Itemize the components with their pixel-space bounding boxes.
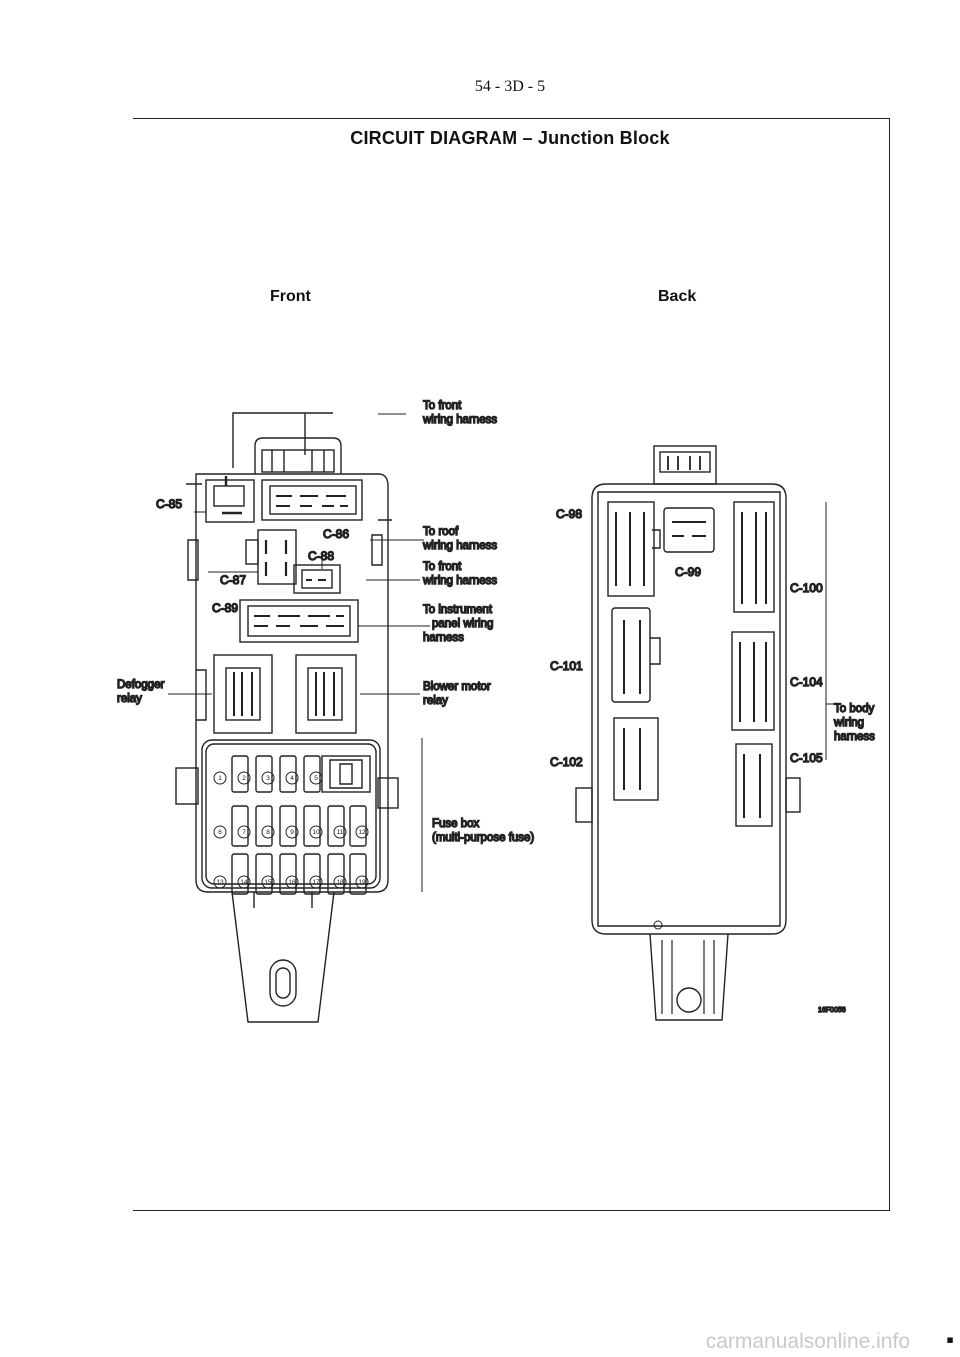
callout-instrument-panel-line2: panel wiring <box>432 618 493 630</box>
fuse-11-label: 11 <box>337 829 344 836</box>
connector-c102-label: C-102 <box>550 755 583 769</box>
callout-defogger-relay-line2: relay <box>117 693 142 705</box>
connector-c87-label: C-87 <box>220 573 246 587</box>
connector-c98-label: C-98 <box>556 507 582 521</box>
page-number: 54 - 3D - 5 <box>474 78 546 95</box>
connector-c88-label: C-88 <box>308 549 334 563</box>
fuse-row-1 <box>231 755 371 793</box>
fuse-18-label: 18 <box>336 879 344 886</box>
callout-fuse-box-line2: (multi-purpose fuse) <box>432 832 534 844</box>
fuse-17-label: 17 <box>312 879 320 886</box>
watermark-text: carmanualsonline.info <box>705 1330 910 1353</box>
callout-fuse-box-line1: Fuse box <box>432 818 480 830</box>
frame-right-rule <box>889 118 890 1210</box>
front-leader-lines <box>168 413 430 892</box>
callout-instrument-panel-line1: To instrument <box>423 604 493 616</box>
fuse-number-circles <box>213 771 369 889</box>
fuse-5-label: 5 <box>314 775 318 782</box>
connector-c104-label: C-104 <box>790 675 823 689</box>
callout-blower-relay-line1: Blower motor <box>423 681 491 693</box>
connector-c100-label: C-100 <box>790 581 823 595</box>
fuse-19-label: 19 <box>358 879 366 886</box>
fuse-4-label: 4 <box>290 775 294 782</box>
fuse-row-3 <box>231 853 367 895</box>
callout-roof-harness-line1: To roof <box>423 526 459 538</box>
connector-c101-label: C-101 <box>550 659 583 673</box>
fuse-1-label: 1 <box>218 775 222 782</box>
connector-c85-label: C-85 <box>156 497 182 511</box>
fuse-15-label: 15 <box>264 879 272 886</box>
fuse-2-label: 2 <box>242 775 246 782</box>
fuse-6-label: 6 <box>218 829 222 836</box>
callout-body-harness-line1: To body <box>834 703 875 715</box>
callout-blower-relay-line2: relay <box>423 695 448 707</box>
diagram-title: CIRCUIT DIAGRAM – Junction Block <box>350 128 670 148</box>
fuse-3-label: 3 <box>266 775 270 782</box>
back-leader-lines <box>825 502 838 760</box>
fuse-9-label: 9 <box>290 829 294 836</box>
fuse-13-label: 13 <box>216 879 224 886</box>
callout-defogger-relay-line1: Defogger <box>117 679 164 691</box>
connector-c86-label: C-86 <box>323 527 349 541</box>
callout-front-harness-2-line1: To front <box>423 561 462 573</box>
fuse-14-label: 14 <box>240 879 248 886</box>
fuse-16-label: 16 <box>288 879 296 886</box>
back-view-label: Back <box>658 288 697 305</box>
front-view-label: Front <box>270 288 311 305</box>
front-labels: C-85 C-86 C-88 C-87 C-89 To front wiring… <box>116 399 535 844</box>
callout-instrument-panel-line3: harness <box>423 632 464 644</box>
fuse-7-label: 7 <box>242 829 246 836</box>
back-labels: C-98 C-99 C-100 C-101 C-104 C-102 C-105 … <box>549 506 876 1014</box>
connector-c99-label: C-99 <box>675 565 701 579</box>
fuse-row-2 <box>231 805 367 847</box>
callout-front-harness-2-line2: wiring harness <box>422 575 497 587</box>
watermark-dot: ▪ <box>946 1327 954 1352</box>
callout-body-harness-line3: harness <box>834 731 875 743</box>
frame-bottom-rule <box>133 1210 890 1211</box>
front-junction-block <box>175 412 399 1023</box>
fuse-number-labels: 1 2 3 4 5 6 7 8 9 10 11 12 13 14 15 16 1… <box>216 775 366 886</box>
callout-roof-harness-line2: wiring harness <box>422 540 497 552</box>
fuse-8-label: 8 <box>266 829 270 836</box>
fuse-12-label: 12 <box>358 829 366 836</box>
callout-body-harness-line2: wiring <box>833 717 864 729</box>
figure-code: 16F0058 <box>818 1007 846 1014</box>
callout-front-harness-1-line2: wiring harness <box>422 414 497 426</box>
connector-c105-label: C-105 <box>790 751 823 765</box>
fuse-10-label: 10 <box>312 829 320 836</box>
back-junction-block <box>575 445 801 1021</box>
connector-c89-label: C-89 <box>212 601 238 615</box>
callout-front-harness-1-line1: To front <box>423 400 462 412</box>
frame-top-rule <box>133 118 890 119</box>
